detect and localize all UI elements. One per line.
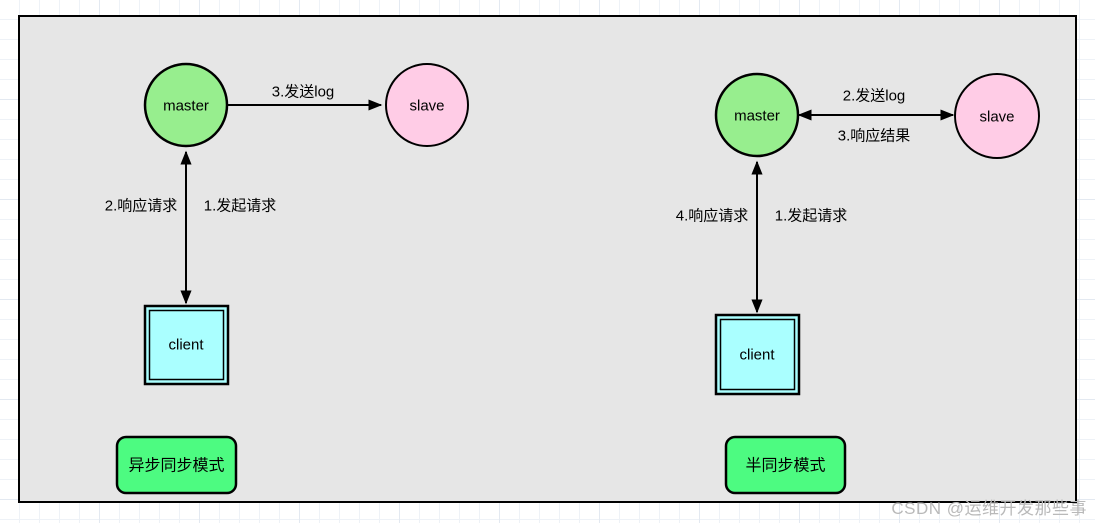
edge-label-semisync-client-to-master: 1.发起请求 bbox=[775, 208, 848, 225]
watermark: CSDN @运维开发那些事 bbox=[891, 499, 1087, 518]
edge-label-semisync-slave-to-master: 3.响应结果 bbox=[838, 127, 911, 145]
mode-box-async[interactable] bbox=[115, 435, 238, 495]
panel-async: 3.发送log 2.响应请求 1.发起请求 master slave clien… bbox=[105, 62, 469, 495]
node-async-slave[interactable] bbox=[385, 63, 469, 147]
panel-semi-sync: 2.发送log 3.响应结果 4.响应请求 1.发起请求 master slav… bbox=[676, 72, 1040, 495]
node-label-async-master: master bbox=[163, 98, 209, 115]
edge-label-semisync-master-to-slave: 2.发送log bbox=[843, 88, 906, 105]
mode-box-semisync[interactable] bbox=[724, 435, 847, 495]
node-label-semisync-master: master bbox=[734, 108, 780, 125]
node-label-async-slave: slave bbox=[409, 98, 444, 115]
edge-label-semisync-master-to-client: 4.响应请求 bbox=[676, 207, 749, 225]
edge-label-async-master-to-slave: 3.发送log bbox=[272, 84, 335, 101]
edge-label-async-client-to-master: 1.发起请求 bbox=[204, 198, 277, 215]
node-semisync-master[interactable] bbox=[714, 72, 800, 158]
node-async-client-inner bbox=[148, 309, 225, 381]
node-semisync-client-inner bbox=[719, 318, 796, 391]
node-label-semisync-client: client bbox=[739, 347, 775, 364]
node-label-async-client: client bbox=[168, 337, 204, 354]
node-async-master[interactable] bbox=[143, 62, 229, 148]
mode-label-async: 异步同步模式 bbox=[128, 457, 224, 475]
node-label-semisync-slave: slave bbox=[979, 109, 1014, 126]
mode-label-semisync: 半同步模式 bbox=[745, 457, 825, 475]
node-semisync-slave[interactable] bbox=[954, 73, 1040, 159]
edge-label-async-master-to-client: 2.响应请求 bbox=[105, 197, 178, 215]
